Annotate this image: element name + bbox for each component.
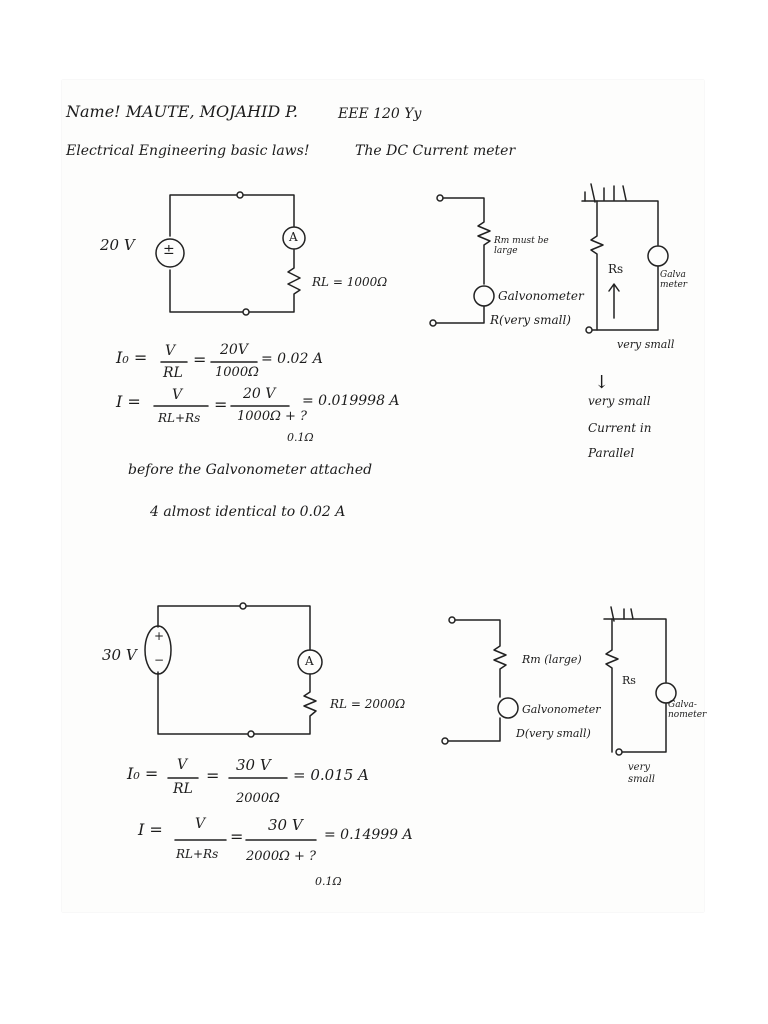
load-2-label: RL = 2000Ω bbox=[330, 697, 406, 711]
very-small-1: very small bbox=[617, 338, 675, 351]
fraction-bars bbox=[153, 361, 317, 841]
eq2-eq: = bbox=[214, 395, 228, 414]
down-arrow: ↓ bbox=[594, 372, 610, 393]
eq3-den2: 2000Ω bbox=[236, 791, 280, 806]
eq2-den2: 1000Ω + ? bbox=[237, 409, 307, 424]
course-code: EEE 120 Yy bbox=[338, 106, 422, 122]
eq4-num1: V bbox=[195, 816, 206, 832]
eq1-den2: 1000Ω bbox=[215, 365, 259, 380]
eq3-num2: 30 V bbox=[236, 756, 271, 774]
ammeter-1 bbox=[282, 226, 306, 250]
source-1-symbol: ± bbox=[163, 242, 175, 258]
galvanometer-4-label: Galva-nometer bbox=[668, 700, 707, 721]
rs-1-label: Rs bbox=[608, 262, 624, 276]
parallel-note-2: Current in bbox=[588, 421, 652, 435]
voltage-source-1 bbox=[155, 238, 185, 268]
eq4-eq: = bbox=[230, 827, 244, 846]
eq3-eq: = bbox=[206, 766, 220, 785]
eq1-num1: V bbox=[165, 343, 176, 359]
eq1-eq: = bbox=[193, 350, 207, 369]
voltage-source-2 bbox=[144, 625, 172, 675]
side-circuit-2 bbox=[441, 606, 677, 756]
eq4-den2: 2000Ω + ? bbox=[246, 849, 316, 864]
galvanometer-3-label: Galvonometer bbox=[522, 703, 601, 716]
galvanometer-1 bbox=[473, 285, 495, 307]
load-1-label: RL = 1000Ω bbox=[312, 275, 388, 289]
ammeter-1-label: A bbox=[289, 230, 298, 244]
galvanometer-1-label: Galvonometer bbox=[498, 289, 584, 303]
eq4-num2: 30 V bbox=[268, 816, 303, 834]
eq3-num1: V bbox=[177, 757, 188, 773]
r-very-small-label: R(very small) bbox=[490, 313, 571, 327]
eq1-den1: RL bbox=[163, 365, 183, 381]
eq4-result: = 0.14999 A bbox=[324, 827, 413, 843]
eq4-den1: RL+Rs bbox=[176, 847, 219, 861]
parallel-note-3: Parallel bbox=[588, 446, 635, 460]
eq2-lhs: I = bbox=[116, 392, 141, 411]
galvanometer-2-label: Galva meter bbox=[660, 270, 688, 291]
eq1-num2: 20V bbox=[220, 342, 248, 358]
eq1-lhs: I₀ = bbox=[116, 348, 148, 367]
source-2-plus: + bbox=[154, 629, 165, 643]
source-2-value: 30 V bbox=[102, 646, 137, 664]
eq2-den1: RL+Rs bbox=[158, 411, 201, 425]
eq2-result: = 0.019998 A bbox=[302, 393, 400, 409]
eq3-den1: RL bbox=[173, 781, 193, 797]
circuit-1 bbox=[155, 191, 306, 316]
ammeter-2-label: A bbox=[305, 654, 314, 668]
rm-large-label-2: Rm (large) bbox=[522, 653, 582, 666]
eq3-result: = 0.015 A bbox=[293, 766, 369, 784]
eq3-lhs: I₀ = bbox=[127, 764, 159, 783]
very-small-2: very small bbox=[628, 762, 655, 785]
topic-title: Electrical Engineering basic laws! bbox=[66, 143, 310, 159]
side-circuit-1 bbox=[429, 183, 669, 334]
source-1-value: 20 V bbox=[100, 236, 135, 254]
note-line-1: before the Galvonometer attached bbox=[128, 462, 373, 478]
eq2-num1: V bbox=[172, 387, 183, 403]
circuit-2 bbox=[144, 602, 323, 738]
parallel-note-1: very small bbox=[588, 394, 651, 408]
ammeter-2 bbox=[297, 649, 323, 675]
note-line-2: 4 almost identical to 0.02 A bbox=[150, 504, 346, 520]
galvanometer-3 bbox=[497, 697, 519, 719]
eq4-rs-note: 0.1Ω bbox=[315, 875, 342, 888]
rs-2-label: Rs bbox=[622, 674, 636, 687]
d-very-small-label: D(very small) bbox=[516, 727, 591, 740]
rm-large-label: Rm must be large bbox=[494, 236, 549, 257]
eq2-num2: 20 V bbox=[243, 386, 276, 402]
eq4-lhs: I = bbox=[138, 820, 163, 839]
eq2-rs-note: 0.1Ω bbox=[287, 431, 314, 444]
source-2-minus: − bbox=[154, 653, 165, 667]
eq1-result: = 0.02 A bbox=[261, 351, 323, 367]
galvanometer-2 bbox=[647, 245, 669, 267]
topic-subtitle: The DC Current meter bbox=[355, 143, 516, 159]
student-name: Name! MAUTE, MOJAHID P. bbox=[66, 102, 298, 121]
